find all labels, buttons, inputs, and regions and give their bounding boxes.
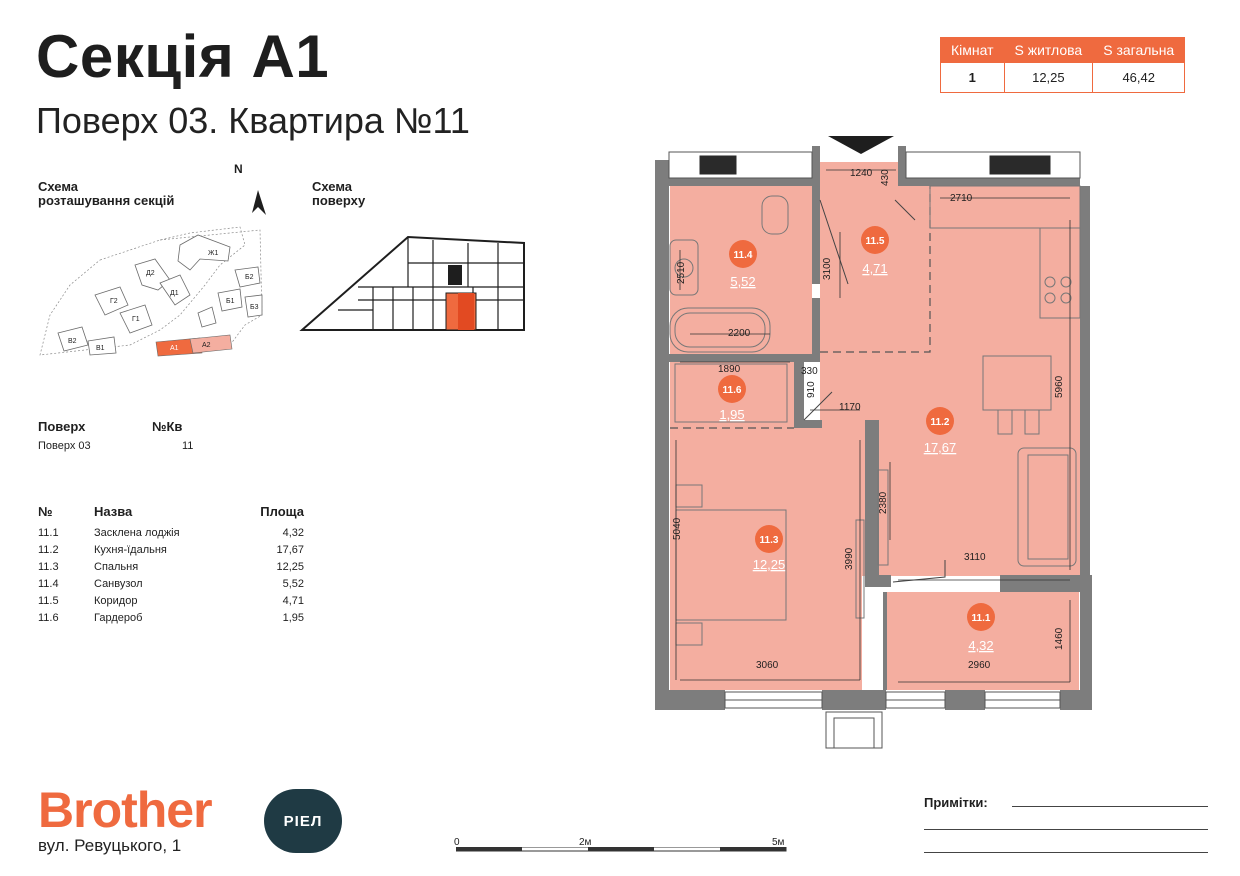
dim-label: 2510 xyxy=(676,261,687,284)
dimension-lines xyxy=(675,169,1071,683)
floor-value: Поверх 03 xyxy=(38,440,91,452)
svg-text:17,67: 17,67 xyxy=(924,440,957,455)
summary-header-total-area: S загальна xyxy=(1092,37,1186,63)
summary-header-rooms: Кімнат xyxy=(940,37,1005,63)
site-label-g1: Г1 xyxy=(132,316,140,323)
brand-logo: Brother xyxy=(38,782,213,838)
site-label-a2: А2 xyxy=(202,342,211,349)
brand-badge: РІЕЛ xyxy=(264,789,342,853)
site-scheme: N Ж1 Д2 Д1 Г2 Г1 Б2 Б1 Б3 В2 В1 А1 А2 xyxy=(39,162,266,357)
room-tag-11-4: 11.4 5,52 xyxy=(729,240,757,289)
entrance-arrow-icon xyxy=(828,136,894,154)
svg-text:11.5: 11.5 xyxy=(866,236,885,247)
dim-label: 330 xyxy=(801,366,818,377)
dim-label: 5040 xyxy=(672,517,683,540)
svg-text:11.2: 11.2 xyxy=(931,417,950,428)
notes-line xyxy=(924,829,1208,830)
dim-label: 3990 xyxy=(844,547,855,570)
svg-text:11.4: 11.4 xyxy=(734,250,753,261)
svg-text:5,52: 5,52 xyxy=(730,274,755,289)
scale-label-0: 0 xyxy=(454,837,460,848)
windows xyxy=(668,151,1081,749)
dim-label: 1170 xyxy=(839,402,861,413)
dim-label: 1460 xyxy=(1054,627,1065,650)
scale-label-2m: 2м xyxy=(579,837,592,848)
dim-label: 2380 xyxy=(878,491,889,514)
site-label-zh1: Ж1 xyxy=(208,250,218,257)
svg-text:4,71: 4,71 xyxy=(862,261,887,276)
apartment-number-label: №Кв xyxy=(152,419,183,434)
site-label-d2: Д2 xyxy=(146,270,155,277)
svg-text:11.1: 11.1 xyxy=(972,613,991,624)
dim-label: 1240 xyxy=(850,168,873,179)
dim-label: 5960 xyxy=(1054,375,1065,398)
dim-label: 3100 xyxy=(822,257,833,280)
notes-line xyxy=(1012,806,1208,807)
room-fills xyxy=(670,162,1080,690)
summary-table: Кімнат S житлова S загальна 1 12,25 46,4… xyxy=(940,37,1186,93)
svg-text:11.3: 11.3 xyxy=(760,535,779,546)
dim-label: 2710 xyxy=(950,193,973,204)
site-scheme-title: Схема розташування секцій xyxy=(38,179,175,208)
site-label-v2: В2 xyxy=(68,338,77,345)
room-tag-11-6: 11.6 1,95 xyxy=(718,375,746,422)
rooms-header-area: Площа xyxy=(260,503,304,519)
svg-text:4,32: 4,32 xyxy=(968,638,993,653)
site-label-b3: Б3 xyxy=(250,304,259,311)
address: вул. Ревуцького, 1 xyxy=(38,836,182,855)
svg-text:1,95: 1,95 xyxy=(719,407,744,422)
notes-line xyxy=(924,852,1208,853)
dim-label: 2960 xyxy=(968,660,991,671)
north-arrow-icon: N xyxy=(234,162,266,215)
floor-scheme xyxy=(299,235,525,331)
dim-label: 3060 xyxy=(756,660,779,671)
summary-header-living-area: S житлова xyxy=(1003,37,1094,63)
floor-label: Поверх xyxy=(38,419,86,434)
doors xyxy=(803,199,946,583)
dim-label: 430 xyxy=(880,169,891,186)
apartment-subtitle: Поверх 03. Квартира №11 xyxy=(36,100,470,141)
scale-label-5m: 5м xyxy=(772,837,785,848)
summary-rooms-value: 1 xyxy=(940,62,1005,93)
apartment-floor-plan: 1240 430 2710 2510 3100 2200 1890 330 91… xyxy=(655,136,1092,749)
rooms-header-number: № xyxy=(38,503,53,519)
dim-label: 3110 xyxy=(964,552,986,563)
zone-lines xyxy=(670,186,931,429)
site-label-b1: Б1 xyxy=(226,298,235,305)
svg-text:11.6: 11.6 xyxy=(723,385,742,396)
room-tag-11-3: 11.3 12,25 xyxy=(753,525,786,572)
site-label-v1: В1 xyxy=(96,345,105,352)
room-tag-11-2: 11.2 17,67 xyxy=(924,407,957,455)
section-title: Секція А1 xyxy=(36,23,330,90)
room-tag-11-5: 11.5 4,71 xyxy=(861,226,889,276)
svg-text:12,25: 12,25 xyxy=(753,557,786,572)
scale-bar xyxy=(456,847,787,852)
notes-label: Примітки: xyxy=(924,795,988,810)
apartment-number-value: 11 xyxy=(182,440,194,452)
floor-scheme-title: Схема поверху xyxy=(312,179,366,208)
dim-label: 2200 xyxy=(728,328,751,339)
room-tag-11-1: 11.1 4,32 xyxy=(967,603,995,653)
dim-label: 1890 xyxy=(718,364,741,375)
summary-living-area-value: 12,25 xyxy=(1003,62,1094,93)
site-label-a1: А1 xyxy=(170,345,179,352)
site-label-d1: Д1 xyxy=(170,290,179,297)
site-label-b2: Б2 xyxy=(245,274,254,281)
summary-total-area-value: 46,42 xyxy=(1092,62,1186,93)
walls xyxy=(655,146,1092,710)
site-label-g2: Г2 xyxy=(110,298,118,305)
rooms-header-name: Назва xyxy=(94,503,133,519)
north-label: N xyxy=(234,162,243,176)
dim-label: 910 xyxy=(806,381,817,398)
